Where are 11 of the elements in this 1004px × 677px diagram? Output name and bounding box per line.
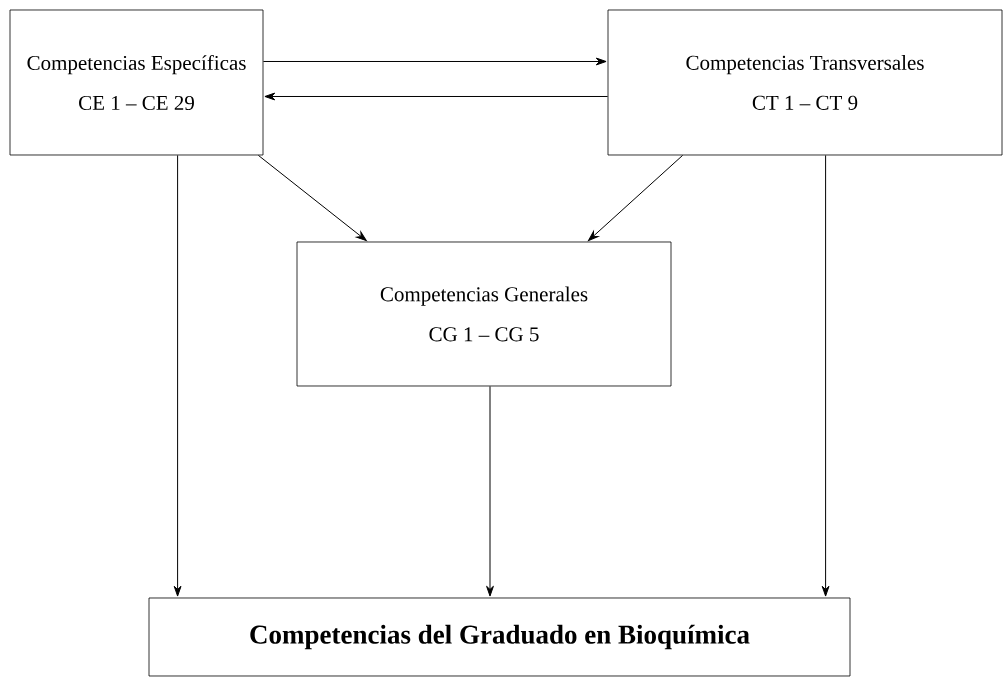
- arrow: [486, 385, 494, 597]
- arrow: [588, 154, 684, 242]
- text-box: Competencias Específicas CE 1 – CE 29: [9, 9, 264, 156]
- arrow: [173, 154, 182, 597]
- text-box: Competencias Transversales CT 1 – CT 9: [607, 9, 1003, 156]
- arrow: [257, 154, 367, 242]
- arrow: [821, 154, 830, 597]
- arrow: [262, 57, 607, 66]
- text-box: Competencias del Graduado en Bioquímica: [148, 597, 851, 677]
- text-box: Competencias Generales CG 1 – CG 5: [296, 241, 672, 387]
- arrow: [264, 92, 609, 101]
